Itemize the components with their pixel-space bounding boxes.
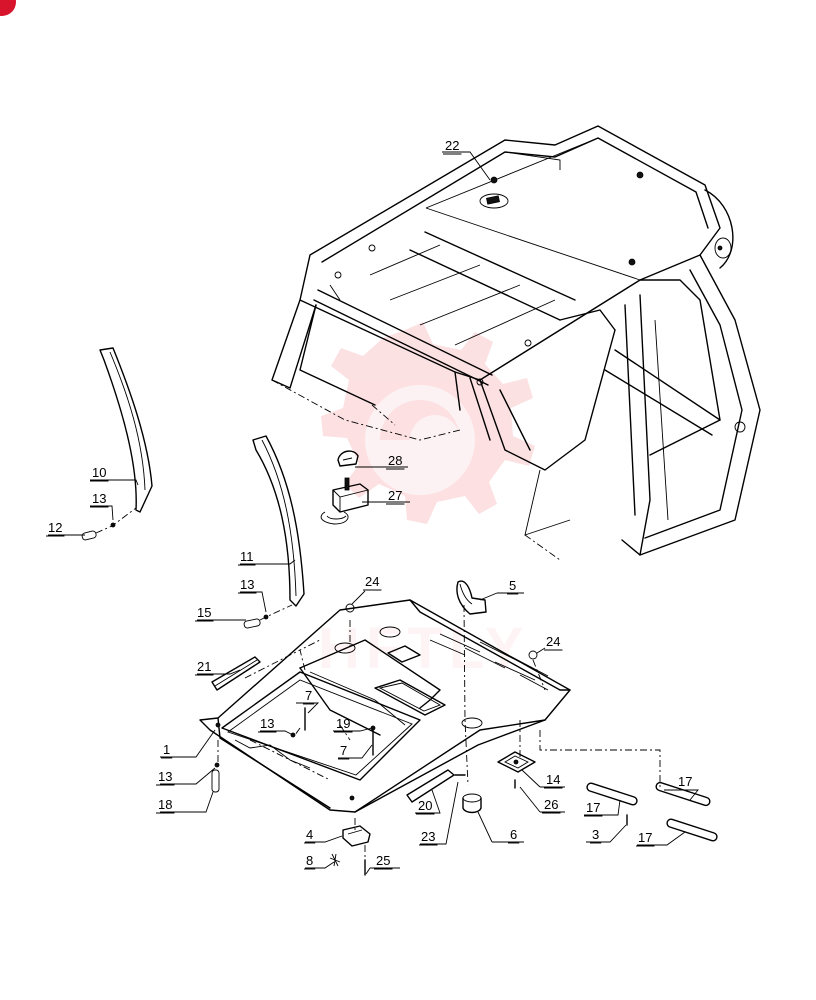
callout-8: 8 (306, 853, 313, 868)
duct-part-5 (456, 580, 487, 615)
callout-17a: 17 (678, 774, 692, 789)
callout-13a: 13 (92, 491, 106, 506)
callout-27: 27 (388, 488, 402, 503)
callout-19: 19 (336, 716, 350, 731)
callout-24b: 24 (546, 634, 560, 649)
pin-part-18 (211, 762, 220, 793)
washer-part-24a (345, 603, 355, 613)
callout-6: 6 (510, 827, 517, 842)
callout-14: 14 (546, 772, 560, 787)
floor-plate-part-1 (199, 599, 571, 813)
watermark-text: HFTLY (318, 616, 530, 681)
washer-part-24b (528, 650, 538, 660)
callout-10: 10 (92, 465, 106, 480)
roof-vent-part-22 (479, 193, 509, 209)
callout-17c: 17 (638, 830, 652, 845)
callout-3: 3 (592, 827, 599, 842)
pillar-trim-part-10 (99, 347, 153, 513)
watermark-logo: HFTLY (318, 322, 535, 681)
callout-13d: 13 (158, 769, 172, 784)
callout-17b: 17 (586, 800, 600, 815)
strip-part-20 (406, 769, 455, 803)
callout-15: 15 (197, 605, 211, 620)
bracket-part-4 (342, 825, 371, 847)
callout-1: 1 (163, 742, 170, 757)
pillar-trim-part-11 (252, 435, 305, 607)
switch-part-27 (320, 477, 369, 525)
callout-labels: 22 5 28 27 10 13 12 11 13 15 24 24 21 7 … (46, 138, 695, 870)
callout-18: 18 (158, 797, 172, 812)
callout-11: 11 (240, 549, 254, 564)
callout-7a: 7 (305, 688, 312, 703)
callout-23: 23 (421, 829, 435, 844)
corner-badge (0, 0, 16, 16)
gear-knob-part-28 (337, 450, 359, 467)
studs-parts-7-13-19 (290, 707, 376, 756)
callout-25: 25 (376, 853, 390, 868)
callout-22: 22 (445, 138, 459, 153)
plug-part-6 (462, 793, 482, 814)
plate-part-14 (497, 751, 536, 773)
callout-12: 12 (48, 520, 62, 535)
callout-5: 5 (509, 578, 516, 593)
fastener-parts-left (81, 507, 293, 629)
callout-26: 26 (544, 797, 558, 812)
callout-21: 21 (197, 659, 211, 674)
callout-7b: 7 (340, 743, 347, 758)
callout-28: 28 (388, 453, 402, 468)
strip-part-21 (211, 656, 261, 691)
spring-part-8 (329, 853, 341, 867)
assembly-dash-lines (217, 604, 661, 862)
leader-lines (48, 151, 699, 875)
callout-24a: 24 (365, 574, 379, 589)
callout-13c: 13 (260, 716, 274, 731)
cab-frame (271, 125, 761, 561)
callout-20: 20 (418, 798, 432, 813)
callout-4: 4 (306, 827, 313, 842)
callout-13b: 13 (240, 577, 254, 592)
